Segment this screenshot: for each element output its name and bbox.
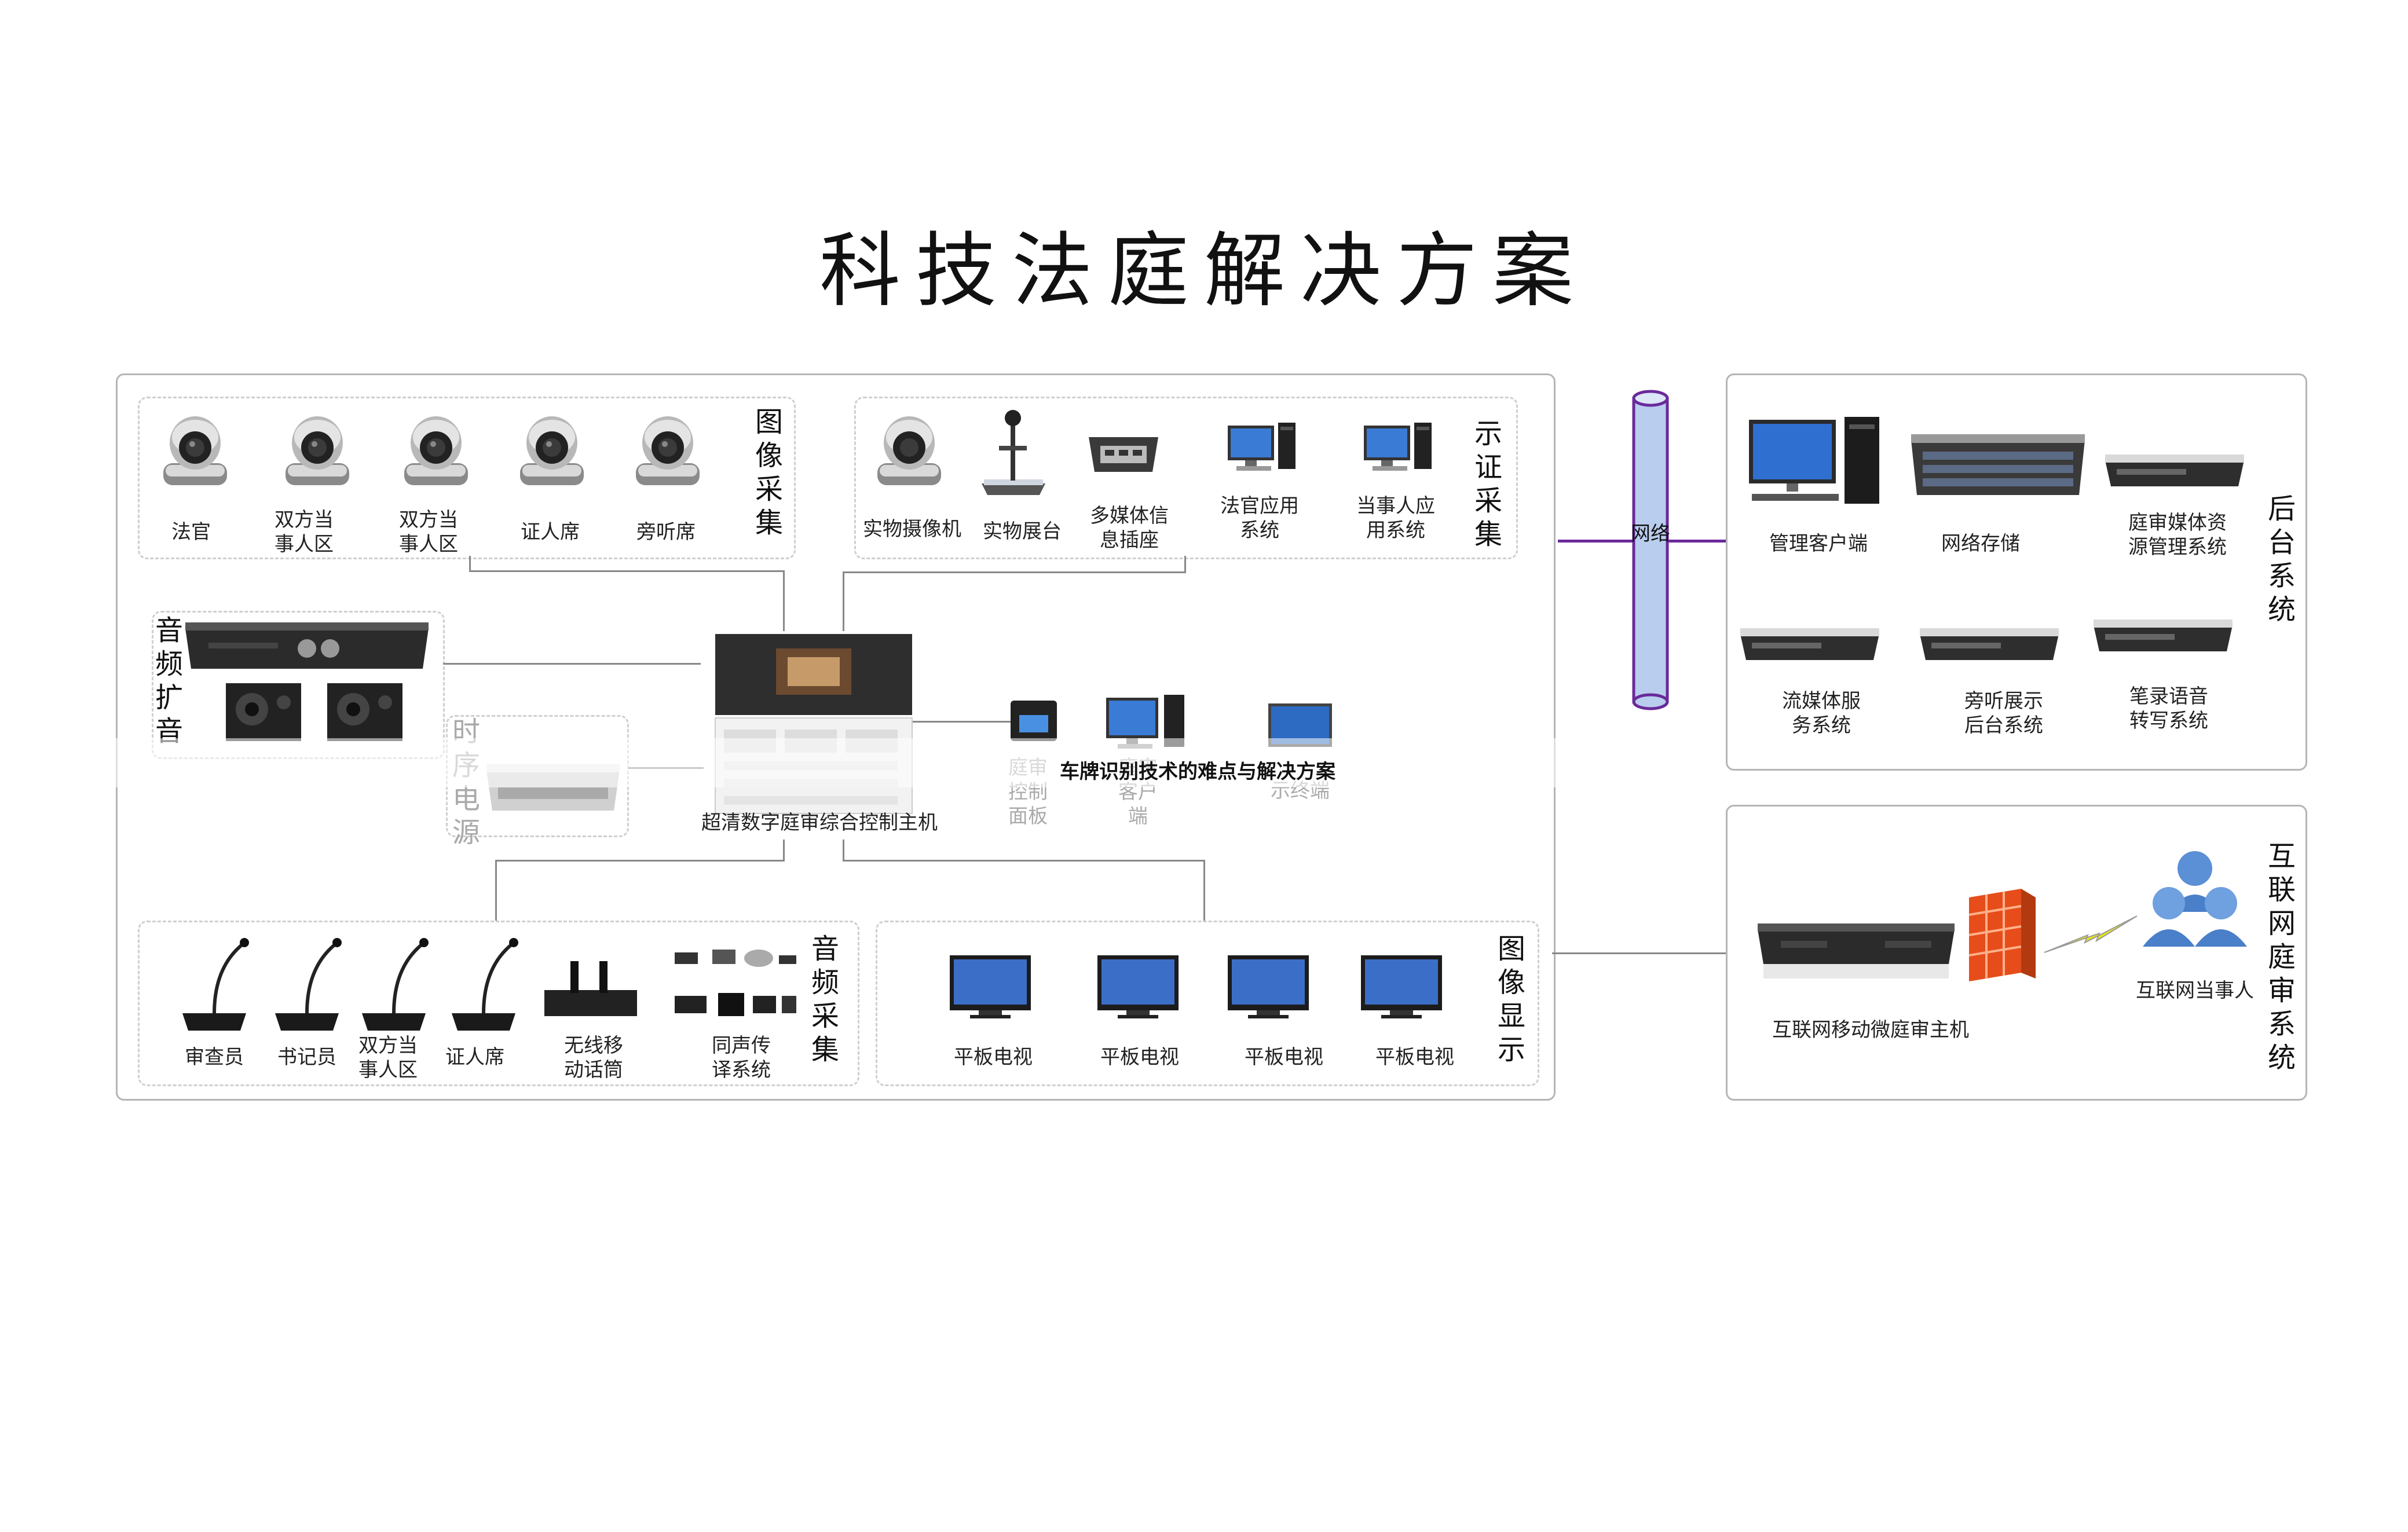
connector-line <box>843 571 844 631</box>
overlay-caption: 车牌识别技术的难点与解决方案 <box>1060 760 1335 783</box>
ptz-camera-icon <box>520 416 584 485</box>
evidence-capture-label: 示证采集 <box>1474 417 1502 551</box>
image-capture-label: 图像采集 <box>755 406 783 539</box>
rack-server-icon <box>1740 628 1879 660</box>
connector-line <box>469 570 785 572</box>
document-camera-icon <box>877 416 941 485</box>
backend-label: 后台系统 <box>2267 493 2296 626</box>
evidence-label: 法官应用系统 <box>1220 494 1299 542</box>
connector-line <box>843 840 844 860</box>
evidence-capture-group <box>854 397 1518 559</box>
control-host-label: 超清数字庭审综合控制主机 <box>701 811 938 834</box>
evidence-label: 实物展台 <box>983 520 1062 543</box>
ptz-camera-icon <box>636 416 700 485</box>
internet-connector-line <box>1552 952 1766 954</box>
visual-presenter-icon <box>982 410 1045 495</box>
camera-label: 双方当事人区 <box>399 508 458 556</box>
backend-item-label: 流媒体服务系统 <box>1782 690 1861 737</box>
network-pipe-icon <box>1632 390 1669 710</box>
gooseneck-mic-icon <box>362 938 429 1031</box>
wireless-mic-icon <box>544 961 637 1016</box>
rack-server-icon <box>2105 455 2244 486</box>
control-host-icon <box>715 634 913 814</box>
mic-label: 双方当事人区 <box>358 1034 418 1082</box>
audio-capture-group <box>138 921 859 1086</box>
amplifier-icon <box>185 622 429 669</box>
backend-item-label: 网络存储 <box>1941 532 2020 555</box>
flat-tv-icon <box>1097 955 1179 1018</box>
desktop-computer-icon <box>1749 417 1879 504</box>
backend-item-label: 管理客户端 <box>1769 532 1868 555</box>
desktop-computer-icon <box>1364 423 1432 471</box>
camera-label: 证人席 <box>521 521 580 544</box>
lightning-link-icon <box>2044 915 2138 953</box>
desktop-computer-icon <box>1228 423 1296 471</box>
connector-line <box>783 570 785 631</box>
network-storage-icon <box>1911 434 2085 495</box>
camera-label: 法官 <box>171 521 211 544</box>
speaker-icon <box>226 683 301 741</box>
ptz-camera-icon <box>286 416 349 485</box>
tv-label: 平板电视 <box>1245 1046 1323 1069</box>
ptz-camera-icon <box>163 416 227 485</box>
connector-line <box>843 571 1186 573</box>
connector-line <box>1203 860 1205 921</box>
mic-label: 无线移动话筒 <box>564 1034 623 1082</box>
gooseneck-mic-icon <box>182 938 249 1031</box>
flat-tv-icon <box>950 955 1031 1018</box>
flat-tv-icon <box>1361 955 1442 1018</box>
internet-item-label: 互联网移动微庭审主机 <box>1772 1018 1969 1042</box>
mic-label: 证人席 <box>445 1046 504 1069</box>
multimedia-socket-icon <box>1089 437 1158 472</box>
mic-label: 审查员 <box>185 1046 244 1069</box>
connector-line <box>495 860 785 862</box>
tv-label: 平板电视 <box>1375 1046 1454 1069</box>
rack-server-icon <box>1920 628 2059 660</box>
audio-capture-label: 音频采集 <box>811 933 839 1066</box>
gooseneck-mic-icon <box>275 938 342 1031</box>
mic-label: 书记员 <box>277 1046 336 1069</box>
evidence-label: 实物摄像机 <box>863 518 961 541</box>
flat-tv-icon <box>1228 955 1309 1018</box>
interpretation-system-icon <box>675 950 796 1016</box>
connector-line <box>469 556 471 572</box>
evidence-label: 多媒体信息插座 <box>1090 504 1169 552</box>
connector-line <box>783 840 785 862</box>
tv-label: 平板电视 <box>1100 1046 1179 1069</box>
camera-label: 双方当事人区 <box>275 508 334 556</box>
network-label: 网络 <box>1631 522 1670 545</box>
mic-label: 同声传译系统 <box>712 1034 771 1082</box>
image-display-label: 图像显示 <box>1497 933 1525 1066</box>
internet-item-label: 互联网当事人 <box>2136 979 2254 1002</box>
users-group-icon <box>2143 851 2247 947</box>
image-display-group <box>876 921 1539 1086</box>
connector-line <box>495 860 497 921</box>
connector-line <box>443 663 701 665</box>
backend-item-label: 旁听展示后台系统 <box>1964 690 2043 737</box>
ptz-camera-icon <box>404 416 468 485</box>
camera-label: 旁听席 <box>636 521 696 544</box>
internet-court-label: 互联网庭审系统 <box>2267 840 2296 1074</box>
image-capture-group <box>138 397 796 559</box>
firewall-icon <box>1968 889 2036 981</box>
audio-amp-label: 音频扩音 <box>155 614 183 747</box>
backend-item-label: 庭审媒体资源管理系统 <box>2128 511 2227 559</box>
tv-label: 平板电视 <box>954 1046 1033 1069</box>
micro-court-host-icon <box>1758 923 1955 978</box>
connector-line <box>843 860 1205 862</box>
evidence-label: 当事人应用系统 <box>1356 494 1435 542</box>
gooseneck-mic-icon <box>452 938 518 1031</box>
rack-server-icon <box>2094 620 2233 651</box>
connector-line <box>1184 556 1186 573</box>
speaker-icon <box>327 683 402 741</box>
connector-line <box>912 721 1013 723</box>
page-title: 科技法庭解决方案 <box>819 224 1589 318</box>
control-panel-icon <box>1011 701 1057 741</box>
backend-item-label: 笔录语音转写系统 <box>2129 685 2208 732</box>
